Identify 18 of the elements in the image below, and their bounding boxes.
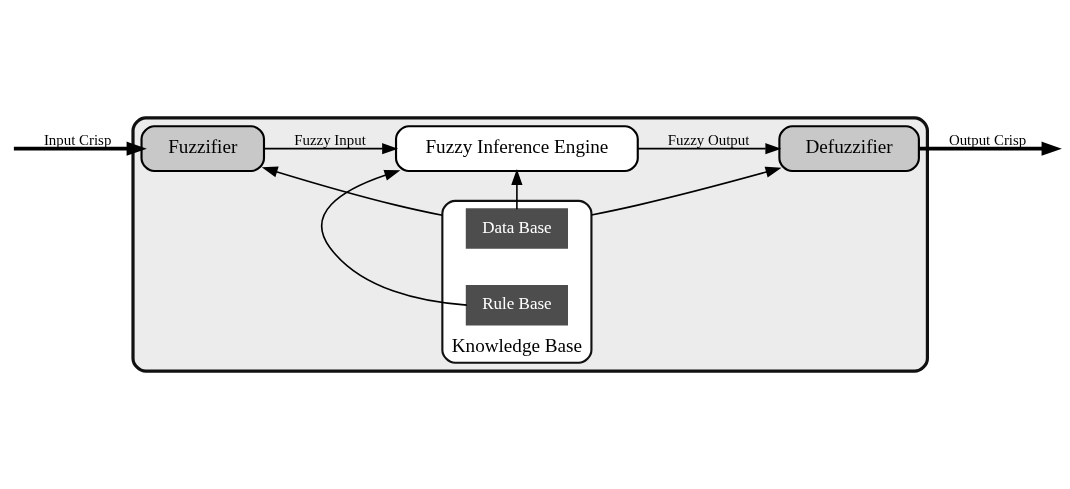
node-box: Fuzzy Inference Engine — [394, 125, 639, 173]
node-box: Fuzzifier — [140, 125, 266, 173]
edge-label: Fuzzy Output — [667, 131, 750, 148]
edge-label: Output Crisp — [948, 131, 1027, 148]
edge-label: Fuzzy Input — [294, 131, 366, 148]
arrow — [919, 141, 1062, 156]
arrow — [320, 169, 468, 306]
arrow — [511, 168, 523, 210]
arrow — [261, 166, 444, 217]
arrow — [637, 143, 782, 155]
node-box: Rule Base — [465, 284, 568, 326]
edge-label: Input Crisp — [43, 131, 112, 148]
cluster — [131, 116, 929, 373]
node-box: Defuzzifier — [778, 125, 920, 173]
arrow — [263, 143, 399, 155]
node-box: Data Base — [465, 208, 568, 249]
arrow — [13, 141, 147, 156]
arrow — [590, 166, 782, 216]
